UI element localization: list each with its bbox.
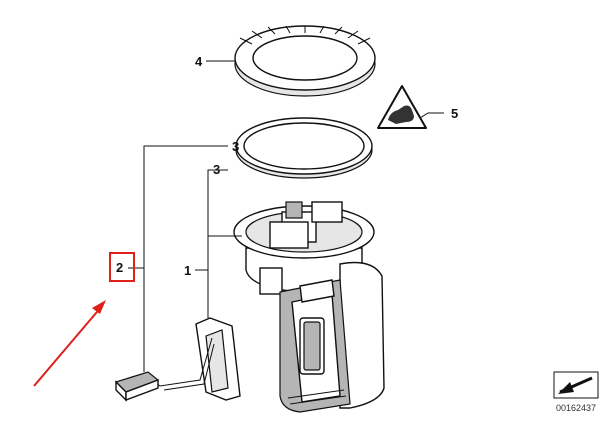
document-id: 00162437	[556, 403, 596, 413]
part-5-warning-label	[377, 85, 427, 129]
callout-3-lower: 3	[213, 162, 220, 177]
pump-canister	[279, 261, 385, 413]
callout-5: 5	[451, 106, 458, 121]
part-4-retaining-ring	[234, 25, 376, 97]
highlight-box	[109, 252, 135, 282]
hand-glove-icon	[388, 105, 414, 124]
callout-4: 4	[195, 54, 203, 69]
sheet-flip-arrow-icon	[553, 371, 599, 399]
red-arrow	[33, 300, 106, 387]
callout-1: 1	[184, 263, 191, 278]
part-3-gasket	[235, 117, 373, 179]
leader-lines	[128, 60, 444, 372]
part-1-fuel-pump-flange	[233, 201, 375, 295]
part-2-level-sensor	[114, 317, 241, 402]
callout-3-upper: 3	[232, 139, 239, 154]
callout-2: 2	[116, 260, 123, 275]
